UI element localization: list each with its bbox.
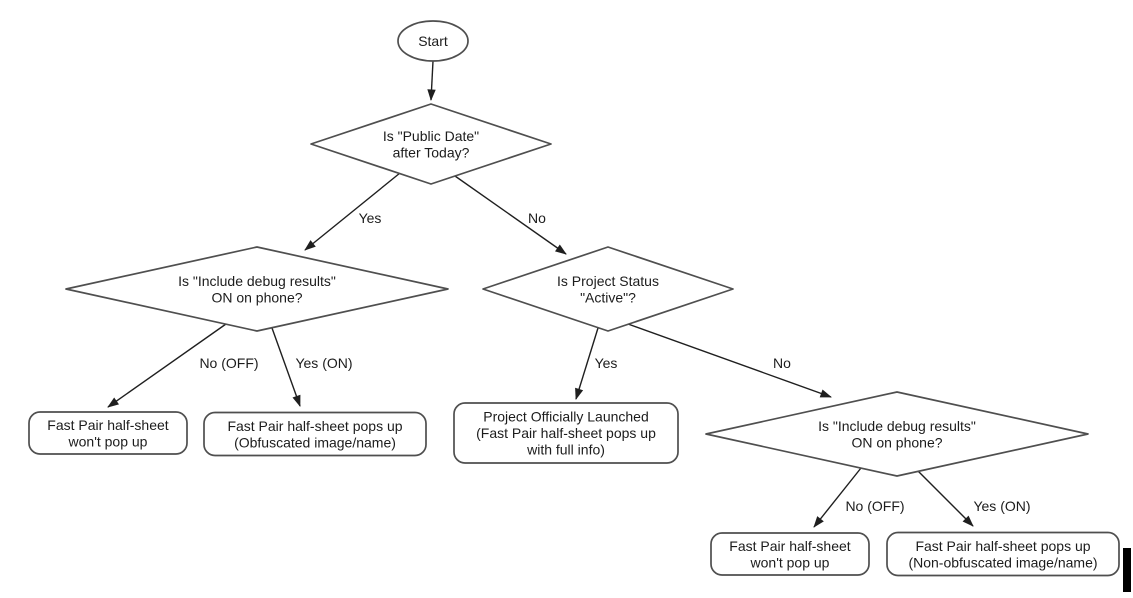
edge-public-date-yes-label: Yes <box>359 210 382 226</box>
outcome-officially-launched-text-line: (Fast Pair half-sheet pops up <box>476 425 656 441</box>
start-node-text-line: Start <box>418 33 448 49</box>
outcome-non-obfuscated-popup-text-line: Fast Pair half-sheet pops up <box>915 538 1090 554</box>
decision-public-date-shape <box>310 103 552 185</box>
decision-project-status-shape <box>482 246 734 332</box>
decision-debug-results-right-text-line: ON on phone? <box>851 434 942 450</box>
edge-debug-right-yes-on: Yes (ON) <box>917 470 1031 527</box>
edge-debug-left-yes-on: Yes (ON) <box>271 327 353 407</box>
outcome-officially-launched-text-line: Project Officially Launched <box>483 409 649 425</box>
edge-project-status-no-arrow <box>627 323 832 398</box>
decision-debug-results-right: Is "Include debug results"ON on phone? <box>705 391 1089 477</box>
outcome-wont-pop-up-right-text-line: won't pop up <box>750 554 830 570</box>
edge-project-status-yes-label: Yes <box>595 355 618 371</box>
outcome-non-obfuscated-popup: Fast Pair half-sheet pops up(Non-obfusca… <box>886 531 1120 577</box>
decision-project-status-text-line: Is Project Status <box>557 273 659 289</box>
edge-public-date-no: No <box>454 175 567 255</box>
decision-public-date: Is "Public Date"after Today? <box>310 103 552 185</box>
edge-project-status-yes: Yes <box>575 327 618 400</box>
edge-public-date-no-label: No <box>528 210 546 226</box>
outcome-obfuscated-popup-text-line: Fast Pair half-sheet pops up <box>227 418 402 434</box>
edge-debug-right-no-off-label: No (OFF) <box>845 498 904 514</box>
edge-project-status-yes-arrow <box>575 327 599 400</box>
cursor-artifact-bar <box>1123 548 1131 592</box>
edge-debug-right-no-off-arrow <box>813 467 862 528</box>
edge-debug-left-no-off: No (OFF) <box>107 323 259 408</box>
edge-start-to-public-date <box>427 60 436 101</box>
edge-public-date-yes: Yes <box>304 172 401 251</box>
decision-public-date-text-line: Is "Public Date" <box>383 128 479 144</box>
outcome-obfuscated-popup: Fast Pair half-sheet pops up(Obfuscated … <box>203 411 427 457</box>
decision-debug-results-right-shape <box>705 391 1089 477</box>
edge-debug-left-no-off-arrow <box>107 323 227 408</box>
decision-debug-results-left-text-line: Is "Include debug results" <box>178 273 336 289</box>
edge-public-date-yes-arrow <box>304 172 401 251</box>
outcome-obfuscated-popup-text-line: (Obfuscated image/name) <box>234 434 396 450</box>
edge-debug-left-no-off-label: No (OFF) <box>199 355 258 371</box>
edge-project-status-no: No <box>627 323 832 398</box>
decision-debug-results-left-text-line: ON on phone? <box>211 289 302 305</box>
outcome-wont-pop-up-left-text-line: won't pop up <box>68 433 148 449</box>
start-node: Start <box>397 20 469 62</box>
outcome-officially-launched-text-line: with full info) <box>526 442 605 458</box>
start-node-shape <box>397 20 469 62</box>
edge-debug-right-yes-on-label: Yes (ON) <box>973 498 1030 514</box>
edge-debug-left-yes-on-arrow <box>271 327 301 407</box>
outcome-wont-pop-up-left-shape <box>28 411 188 455</box>
decision-debug-results-left-shape <box>65 246 449 332</box>
decision-debug-results-left: Is "Include debug results"ON on phone? <box>65 246 449 332</box>
outcome-officially-launched: Project Officially Launched(Fast Pair ha… <box>453 402 679 464</box>
decision-debug-results-right-text-line: Is "Include debug results" <box>818 418 976 434</box>
outcome-non-obfuscated-popup-shape <box>886 531 1120 577</box>
outcome-wont-pop-up-right-shape <box>710 532 870 576</box>
outcome-wont-pop-up-left-text-line: Fast Pair half-sheet <box>47 417 168 433</box>
outcome-officially-launched-shape <box>453 402 679 464</box>
edge-project-status-no-label: No <box>773 355 791 371</box>
edge-debug-left-yes-on-label: Yes (ON) <box>295 355 352 371</box>
edge-debug-right-no-off: No (OFF) <box>813 467 905 528</box>
outcome-obfuscated-popup-shape <box>203 411 427 457</box>
edge-start-to-public-date-arrow <box>427 60 436 101</box>
decision-project-status-text-line: "Active"? <box>580 289 636 305</box>
decision-project-status: Is Project Status"Active"? <box>482 246 734 332</box>
edge-public-date-no-arrow <box>454 175 567 255</box>
outcome-wont-pop-up-right-text-line: Fast Pair half-sheet <box>729 538 850 554</box>
edge-debug-right-yes-on-arrow <box>917 470 974 527</box>
decision-public-date-text-line: after Today? <box>393 144 470 160</box>
outcome-non-obfuscated-popup-text-line: (Non-obfuscated image/name) <box>908 554 1097 570</box>
